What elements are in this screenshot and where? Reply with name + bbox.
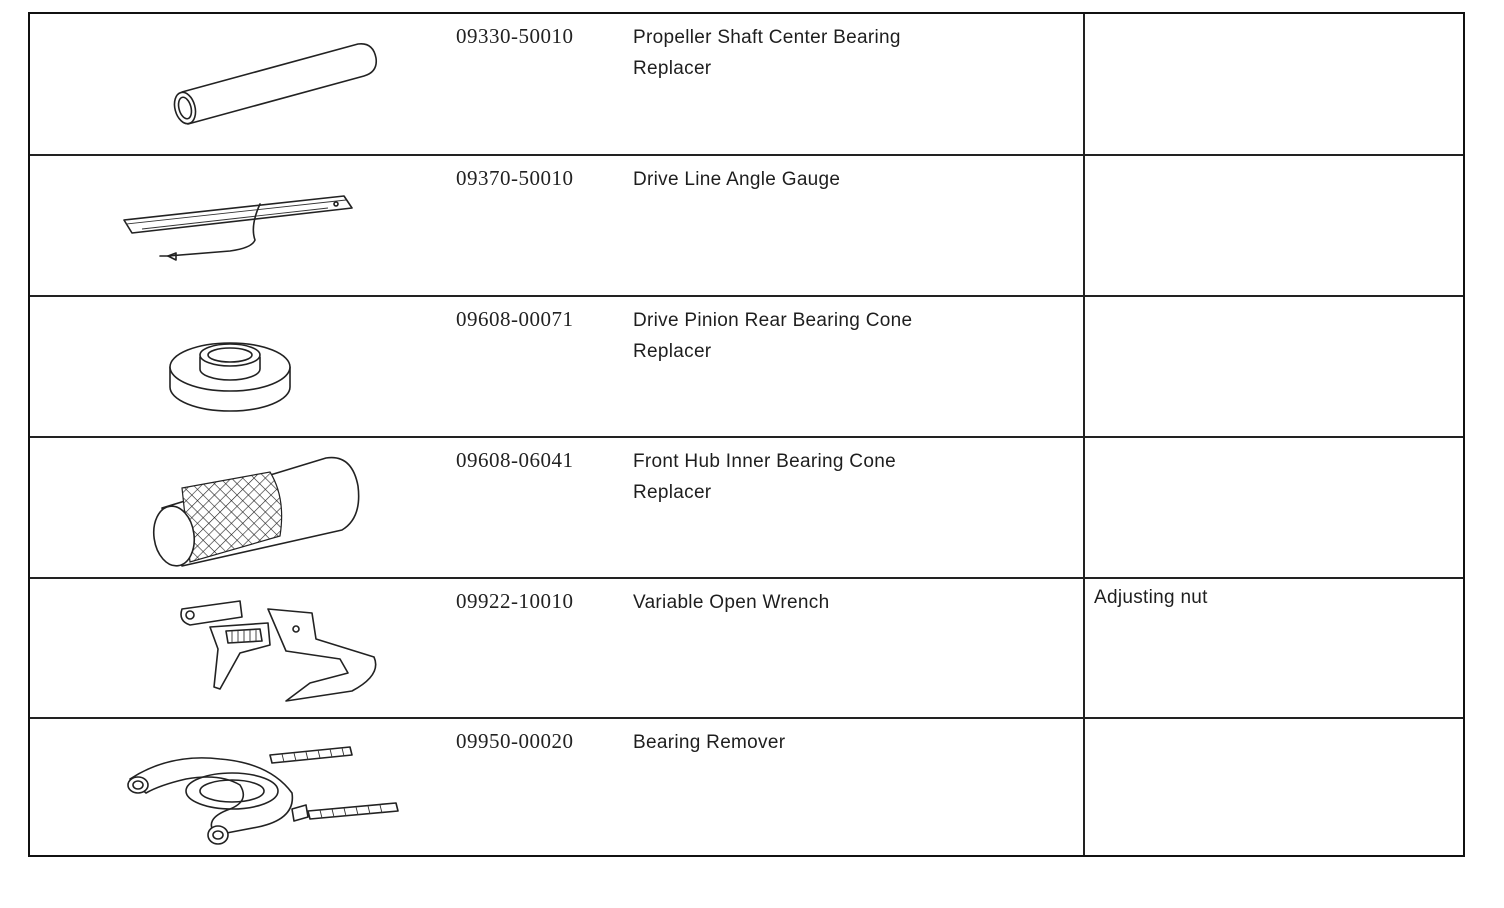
ring-replacer-icon bbox=[169, 342, 291, 412]
pipe-replacer-icon bbox=[173, 42, 378, 125]
notes-column-divider bbox=[1083, 14, 1085, 855]
tool-note: Adjusting nut bbox=[1094, 587, 1208, 608]
tool-name: Drive Line Angle Gauge bbox=[633, 169, 841, 190]
part-number: 09370-50010 bbox=[456, 166, 574, 190]
part-number: 09608-00071 bbox=[456, 307, 574, 331]
open-wrench-icon bbox=[180, 600, 377, 702]
part-number: 09950-00020 bbox=[456, 729, 574, 753]
table-row: 09608-00071 Drive Pinion Rear Bearing Co… bbox=[30, 297, 1463, 438]
table-row: 09370-50010 Drive Line Angle Gauge bbox=[30, 156, 1463, 297]
part-number: 09330-50010 bbox=[456, 24, 574, 48]
table-row: 09922-10010 Variable Open Wrench Adjusti… bbox=[30, 579, 1463, 719]
part-number: 09922-10010 bbox=[456, 589, 574, 613]
tool-name: Front Hub Inner Bearing Cone Replacer bbox=[633, 451, 896, 503]
table-row: 09330-50010 Propeller Shaft Center Beari… bbox=[30, 14, 1463, 156]
table-row: 09608-06041 Front Hub Inner Bearing Cone… bbox=[30, 438, 1463, 579]
table-row: 09950-00020 Bearing Remover bbox=[30, 719, 1463, 859]
tool-name: Propeller Shaft Center Bearing Replacer bbox=[633, 27, 901, 79]
angle-gauge-icon bbox=[123, 195, 353, 261]
bearing-remover-icon bbox=[127, 746, 399, 845]
special-service-tools-table: 09330-50010 Propeller Shaft Center Beari… bbox=[28, 12, 1465, 857]
knurled-cylinder-icon bbox=[152, 456, 360, 567]
tool-name: Drive Pinion Rear Bearing Cone Replacer bbox=[633, 310, 913, 362]
part-number: 09608-06041 bbox=[456, 448, 574, 472]
tool-name: Variable Open Wrench bbox=[633, 592, 830, 613]
tool-name: Bearing Remover bbox=[633, 732, 786, 753]
